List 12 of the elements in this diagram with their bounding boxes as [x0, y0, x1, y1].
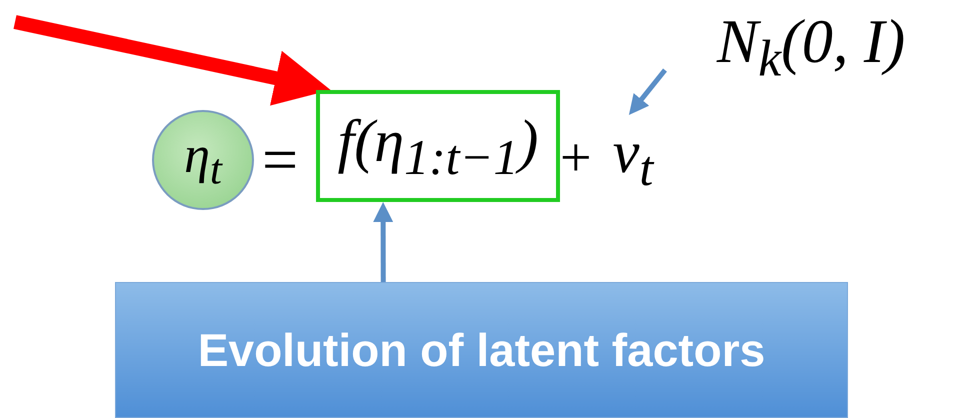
math-text: ν$_{t}$ — [612, 118, 654, 197]
arrow — [628, 68, 667, 115]
arrow — [14, 15, 331, 106]
highlight-box — [316, 90, 560, 202]
box-label: Evolution of latent factors — [198, 323, 766, 377]
math-text: η$_{t}$ — [184, 126, 222, 194]
math-text: f(η$_{1:t−1}$) — [338, 106, 538, 186]
process-box — [115, 282, 848, 418]
math-text: N$_{k}$(0, I) — [716, 7, 906, 89]
arrow — [373, 202, 394, 282]
plus-sign: + — [560, 130, 592, 186]
equals-sign: = — [262, 128, 298, 192]
